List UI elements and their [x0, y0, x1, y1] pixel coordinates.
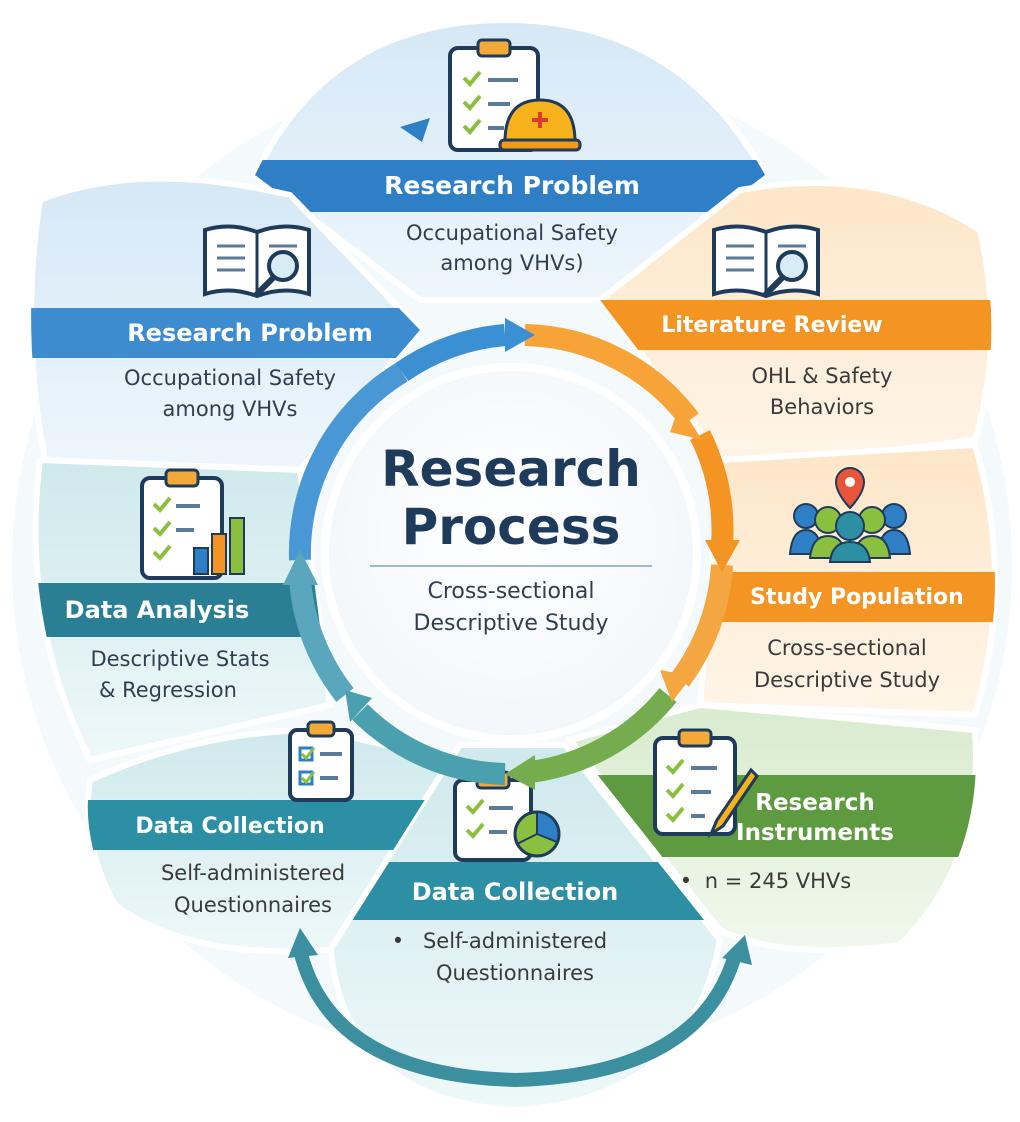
left-label: Data Analysis — [65, 596, 250, 624]
lower-right-label-line1: Research — [755, 790, 874, 816]
cycle-arrows — [288, 324, 734, 785]
bottom-label: Data Collection — [412, 878, 618, 906]
right-line2: Descriptive Study — [754, 668, 940, 692]
lower-right-label-line2: Instruments — [736, 820, 894, 846]
arrowhead-teal-up — [283, 550, 318, 585]
top-line1: Occupational Safety — [406, 221, 618, 245]
top-line2: among VHVs) — [440, 251, 583, 275]
bottom-line1: Self-administered — [423, 929, 607, 953]
clipboard-hardhat-icon — [448, 38, 582, 152]
segment-left[interactable]: Data Analysis Descriptive Stats & Regres… — [0, 456, 340, 764]
right-band — [700, 572, 995, 622]
lower-right-line1: n = 245 VHVs — [705, 869, 851, 893]
clipboard-checklist-icon — [288, 720, 354, 802]
left-line2: & Regression — [99, 678, 237, 702]
right-line1: Cross-sectional — [767, 636, 926, 660]
upper-left-label: Research Problem — [127, 319, 373, 347]
arrow-teal-bottom — [352, 704, 506, 785]
lower-left-line1: Self-administered — [161, 861, 345, 885]
segment-top[interactable]: Research Problem Occupational Safety amo… — [200, 16, 820, 303]
upper-right-label: Literature Review — [661, 313, 882, 338]
top-label: Research Problem — [384, 171, 640, 200]
upper-right-band — [600, 300, 992, 350]
book-magnifier-icon — [203, 224, 311, 299]
arrowhead-blue — [505, 318, 535, 352]
cycle-arrowheads — [283, 318, 740, 790]
segment-lower-right[interactable]: Research Instruments • n = 245 VHVs — [560, 701, 1000, 953]
people-location-icon — [788, 466, 912, 563]
bottom-bullet: • — [392, 929, 404, 953]
segment-right[interactable]: Study Population Cross-sectional Descrip… — [690, 441, 1020, 719]
outer-arrowhead-top-left — [400, 118, 430, 142]
segment-lower-left[interactable]: Data Collection Self-administered Questi… — [60, 720, 480, 955]
arrowhead-orange-1 — [670, 405, 702, 440]
upper-left-band — [31, 308, 420, 358]
arrowhead-orange-2 — [705, 540, 740, 572]
arrow-orange-lower — [671, 564, 733, 687]
clipboard-pencil-icon — [653, 728, 759, 839]
clipboard-barchart-icon — [140, 468, 245, 580]
book-magnifier-icon — [712, 224, 820, 299]
arrow-blue-left — [288, 362, 408, 561]
bottom-sweep-arrow — [288, 928, 752, 1088]
upper-right-line2: Behaviors — [770, 395, 874, 419]
center-title-line2: Process — [402, 498, 621, 556]
arrowhead-teal — [345, 690, 372, 722]
upper-left-line2: among VHVs — [163, 397, 298, 421]
segment-upper-left[interactable]: Research Problem Occupational Safety amo… — [0, 175, 460, 474]
outer-arrowhead-top-right — [698, 168, 728, 196]
arrow-orange-top — [524, 324, 699, 427]
right-label: Study Population — [750, 585, 964, 610]
bottom-line2: Questionnaires — [436, 961, 594, 985]
center-title-line1: Research — [381, 440, 641, 498]
arrow-orange-right — [690, 430, 734, 546]
center-subtitle-line2: Descriptive Study — [414, 611, 609, 636]
arrow-green — [528, 687, 677, 783]
lower-right-bullet: • — [680, 869, 692, 893]
left-line1: Descriptive Stats — [90, 647, 269, 671]
left-band — [35, 583, 331, 637]
lower-left-band — [87, 800, 451, 850]
bottom-band — [330, 862, 720, 920]
arrowhead-green — [505, 755, 535, 790]
lower-left-label: Data Collection — [135, 814, 324, 839]
center-hub: Research Process Cross-sectional Descrip… — [321, 363, 701, 743]
arrow-teal-left — [289, 578, 354, 702]
upper-right-line1: OHL & Safety — [752, 364, 893, 388]
top-band — [255, 160, 765, 212]
center-subtitle-line1: Cross-sectional — [427, 579, 594, 604]
segment-bottom[interactable]: Data Collection • Self-administered Ques… — [300, 742, 740, 1114]
upper-left-line1: Occupational Safety — [124, 366, 336, 390]
arrowhead-orange-3 — [660, 670, 692, 702]
arrow-blue-top — [395, 324, 507, 382]
segment-upper-right[interactable]: Literature Review OHL & Safety Behaviors — [560, 180, 1020, 474]
lower-left-line2: Questionnaires — [174, 893, 332, 917]
